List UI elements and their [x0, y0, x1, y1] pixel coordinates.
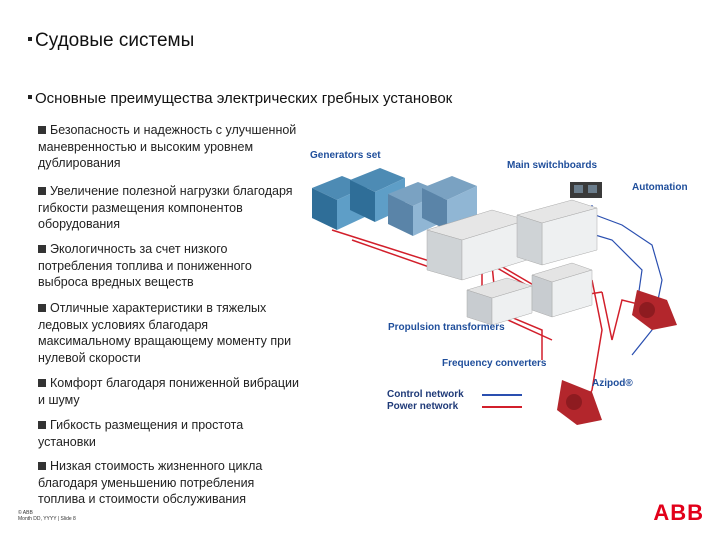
generators-label: Generators set: [310, 150, 381, 161]
bullet-marker: [28, 95, 32, 100]
list-item: Гибкость размещения и простота установки: [38, 418, 244, 449]
converters-label: Frequency converters: [442, 358, 547, 369]
bullet-square: [38, 245, 46, 253]
propulsion-diagram: Generators set Main switchboards Automat…: [292, 130, 712, 460]
azipod-label: Azipod®: [592, 378, 633, 389]
bullet-square: [38, 462, 46, 470]
footer-copyright: © ABB: [18, 510, 33, 516]
list-item: Отличные характеристики в тяжелых ледовы…: [38, 301, 292, 365]
abb-logo: ABB: [653, 500, 704, 525]
list-item: Безопасность и надежность с улучшенной м…: [38, 123, 297, 170]
bullet-square: [38, 421, 46, 429]
slide-subtitle: Основные преимущества электрических греб…: [28, 90, 452, 107]
legend-power-text: Power network: [387, 401, 459, 412]
footer-date: Month DD, YYYY | Slide 8: [18, 516, 76, 522]
list-item: Увеличение полезной нагрузки благодаря г…: [38, 184, 293, 231]
automation-label: Automation: [632, 182, 688, 193]
legend-control-text: Control network: [387, 389, 464, 400]
generators-group: [312, 168, 477, 236]
switchboards-label: Main switchboards: [507, 160, 598, 171]
switchboards-group: [426, 199, 598, 281]
automation-console: [570, 182, 602, 198]
transformers-label: Propulsion transformers: [388, 322, 505, 333]
bullet-square: [38, 379, 46, 387]
slide-title: Судовые системы: [28, 30, 194, 52]
list-item: Комфорт благодаря пониженной вибрации и …: [38, 376, 299, 407]
propulsion-illustration: [312, 168, 677, 425]
list-item: Низкая стоимость жизненного цикла благод…: [38, 459, 263, 506]
bullet-square: [38, 126, 46, 134]
bullet-square: [38, 187, 46, 195]
azipod-units: [557, 290, 677, 425]
list-item: Экологичность за счет низкого потреблени…: [38, 242, 252, 289]
bullet-square: [38, 304, 46, 312]
slide-footer: © ABB Month DD, YYYY | Slide 8: [18, 510, 76, 522]
title-text: Судовые системы: [35, 30, 195, 51]
transformers-group: [466, 262, 593, 326]
bullet-marker: [28, 36, 32, 41]
subtitle-text: Основные преимущества электрических греб…: [35, 90, 453, 107]
